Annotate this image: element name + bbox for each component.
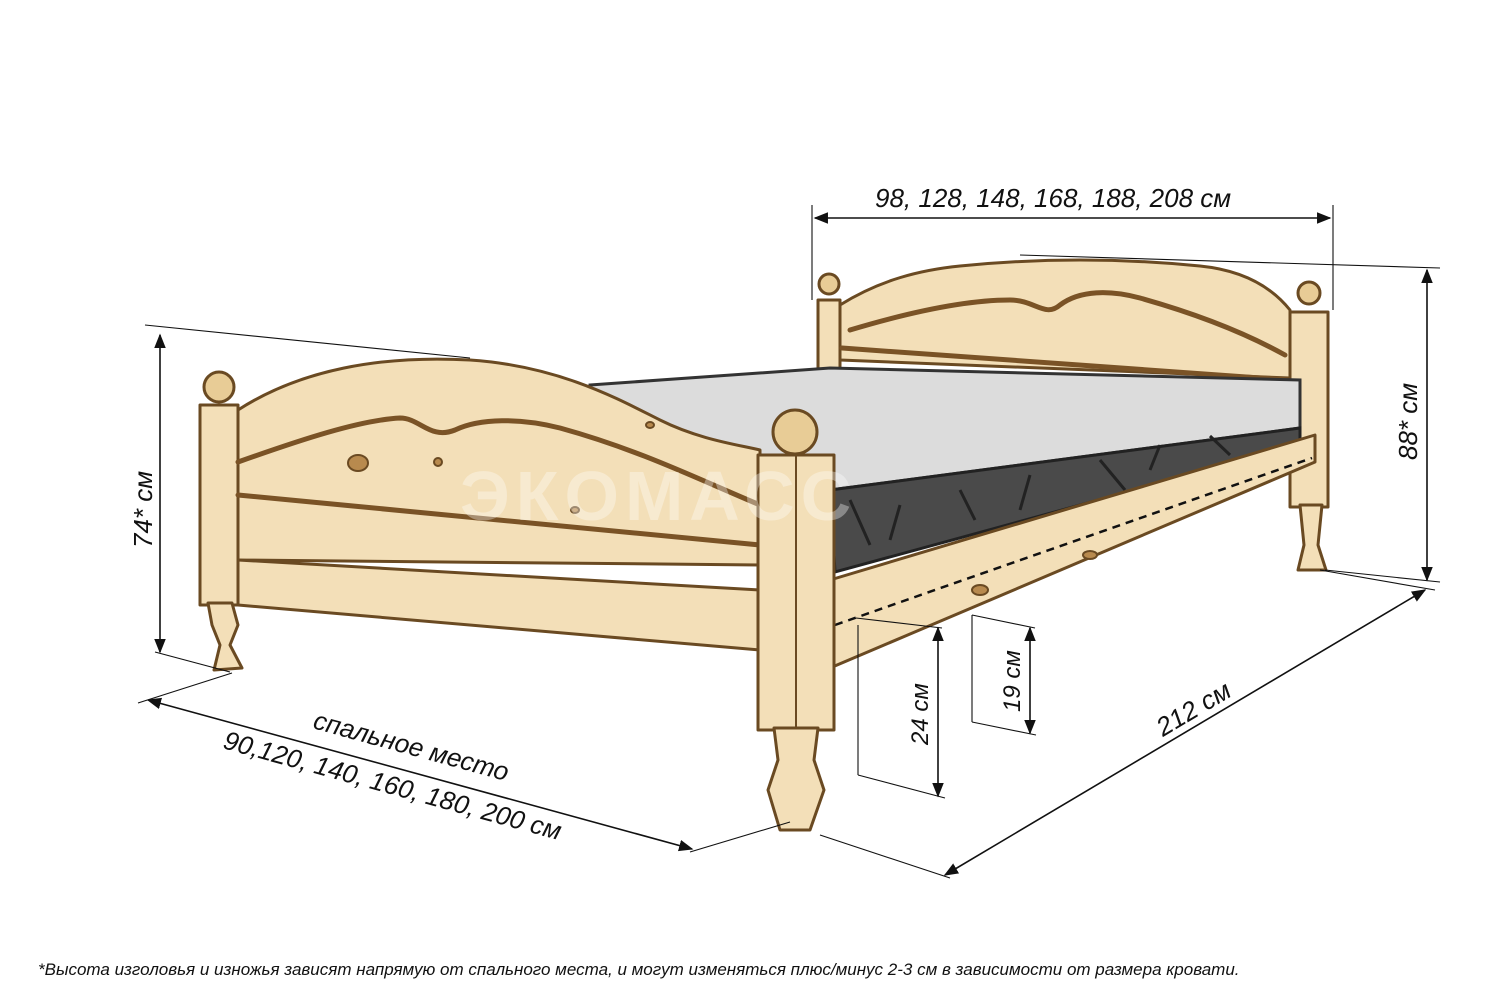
dimension-footboard-height: 74* см [128, 324, 471, 673]
footboard-height-label: 74* см [128, 471, 158, 548]
dimension-sleeping-place: спальное место 90,120, 140, 160, 180, 20… [137, 672, 791, 853]
watermark: ЭКОМАСС [460, 457, 857, 535]
dimension-headboard-width: 98, 128, 148, 168, 188, 208 см [811, 183, 1334, 310]
length-label: 212 см [1150, 675, 1236, 743]
footnote: *Высота изголовья и изножья зависят напр… [38, 960, 1240, 979]
dimension-headboard-height: 88* см [1019, 254, 1441, 583]
clearance-24-label: 24 см [907, 683, 934, 746]
clearance-19-label: 19 см [999, 650, 1026, 712]
dimension-clearance-19: 19 см [971, 614, 1037, 736]
headboard-height-label: 88* см [1393, 383, 1423, 460]
dimension-clearance-24: 24 см [855, 617, 946, 799]
dashed-base-line [834, 456, 1313, 627]
footboard [198, 357, 836, 832]
headboard-width-label: 98, 128, 148, 168, 188, 208 см [875, 183, 1231, 213]
